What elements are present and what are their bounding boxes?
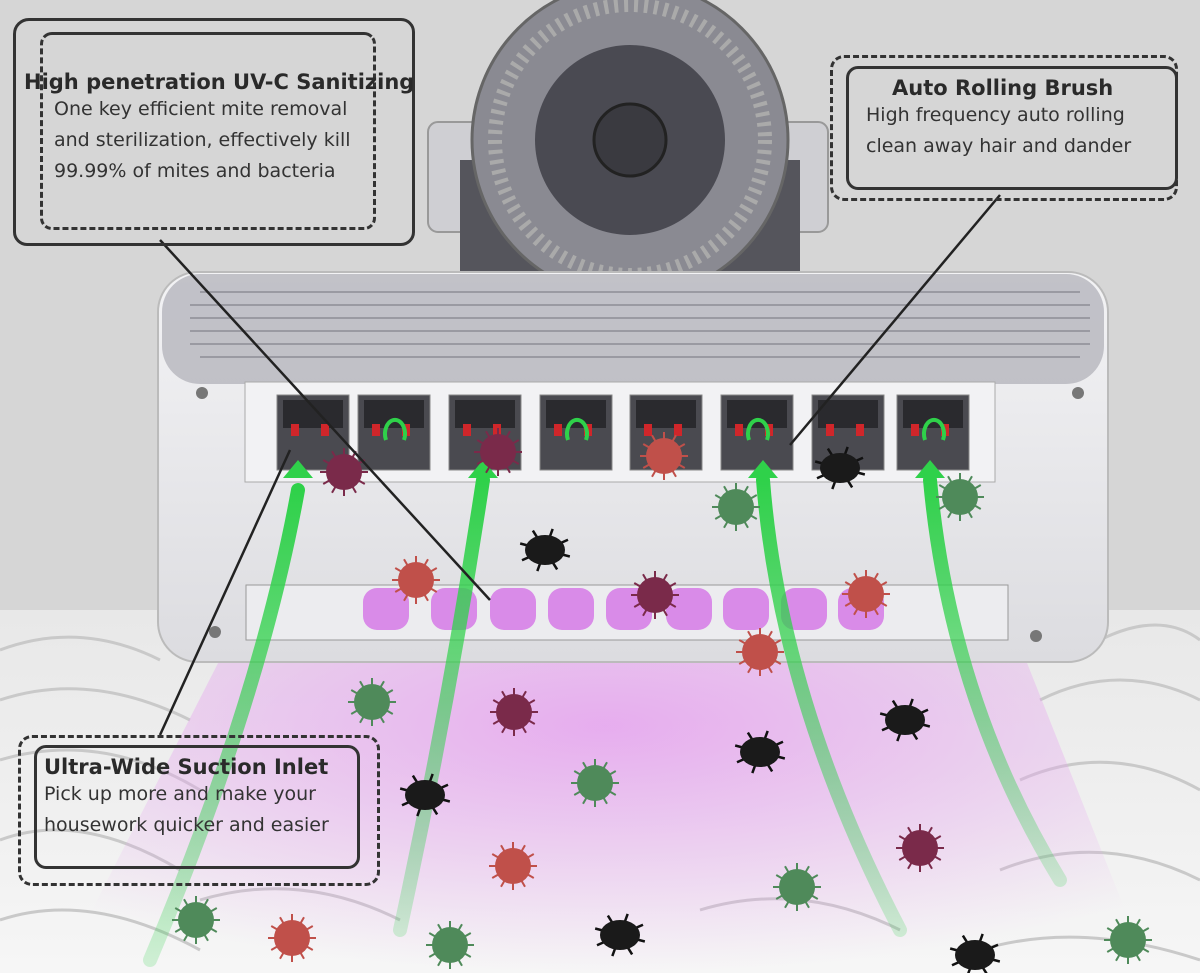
- rotate-icon: [383, 417, 407, 441]
- uv-lamp: [723, 588, 769, 630]
- leader-lines: [158, 194, 1001, 736]
- virus-icon: [640, 432, 688, 480]
- virus-icon: [736, 628, 784, 676]
- uv-lamp: [666, 588, 712, 630]
- uv-lamp: [363, 588, 409, 630]
- suction-line: Pick up more and make your: [44, 783, 316, 805]
- dust-mite-icon: [879, 698, 931, 742]
- suction-callout: Ultra-Wide Suction Inlet Pick up more an…: [44, 755, 329, 841]
- suction-line: housework quicker and easier: [44, 814, 329, 836]
- brush-title: Auto Rolling Brush: [892, 76, 1114, 100]
- uv-lamp: [490, 588, 536, 630]
- virus-icon: [936, 473, 984, 521]
- uvc-title: High penetration UV-C Sanitizing: [24, 70, 415, 94]
- rotate-icon: [565, 417, 589, 441]
- virus-icon: [474, 428, 522, 476]
- dust-mite-icon: [814, 446, 866, 490]
- dust-mite-icon: [734, 730, 786, 774]
- dust-mite-icon: [594, 913, 646, 957]
- virus-icon: [842, 570, 890, 618]
- virus-icon: [631, 571, 679, 619]
- brush-callout-inner-frame: [846, 66, 1178, 190]
- rotate-icon: [922, 417, 946, 441]
- suction-arrow: [393, 473, 490, 937]
- brush-slot: [357, 394, 431, 471]
- uvc-line: and sterilization, effectively kill: [54, 129, 351, 151]
- virus-icon: [392, 556, 440, 604]
- virus-icon: [426, 921, 474, 969]
- dust-mite-icon: [399, 773, 451, 817]
- rotate-icon: [746, 417, 770, 441]
- virus-icon: [773, 863, 821, 911]
- virus-icon: [320, 448, 368, 496]
- uvc-line: One key efficient mite removal: [54, 98, 348, 120]
- virus-icon: [172, 896, 220, 944]
- virus-icon: [489, 842, 537, 890]
- virus-icon: [1104, 916, 1152, 964]
- motor-fan: [427, 0, 829, 300]
- brush-slot: [539, 394, 613, 471]
- virus-icon: [571, 759, 619, 807]
- dust-mite-icon: [949, 933, 1001, 973]
- suction-arrows: [143, 473, 1067, 967]
- uv-lamp: [781, 588, 827, 630]
- uvc-callout-inner-frame: [40, 32, 376, 230]
- uvc-line: 99.99% of mites and bacteria: [54, 160, 336, 182]
- uv-lamp: [548, 588, 594, 630]
- brush-line: High frequency auto rolling: [866, 104, 1125, 126]
- germs: [172, 428, 1152, 973]
- virus-icon: [896, 824, 944, 872]
- brush-slot: [896, 394, 970, 471]
- suction-arrow: [143, 483, 305, 967]
- brush-slot: [629, 394, 703, 471]
- brush-slot: [720, 394, 794, 471]
- uvc-callout-frame: [13, 18, 415, 246]
- suction-arrow: [756, 473, 907, 937]
- virus-icon: [268, 914, 316, 962]
- virus-icon: [348, 678, 396, 726]
- virus-icon: [490, 688, 538, 736]
- suction-arrow: [923, 473, 1067, 887]
- suction-title: Ultra-Wide Suction Inlet: [44, 755, 329, 779]
- brush-line: clean away hair and dander: [866, 135, 1132, 157]
- uv-lights: [363, 588, 884, 630]
- dust-mite-icon: [519, 528, 571, 572]
- virus-icon: [712, 483, 760, 531]
- arrow-heads: [283, 460, 945, 478]
- brush-callout: Auto Rolling Brush High frequency auto r…: [866, 76, 1131, 162]
- uvc-callout: High penetration UV-C Sanitizing One key…: [24, 70, 414, 187]
- suction-callout-frame: [18, 735, 380, 886]
- suction-callout-inner-frame: [34, 745, 360, 869]
